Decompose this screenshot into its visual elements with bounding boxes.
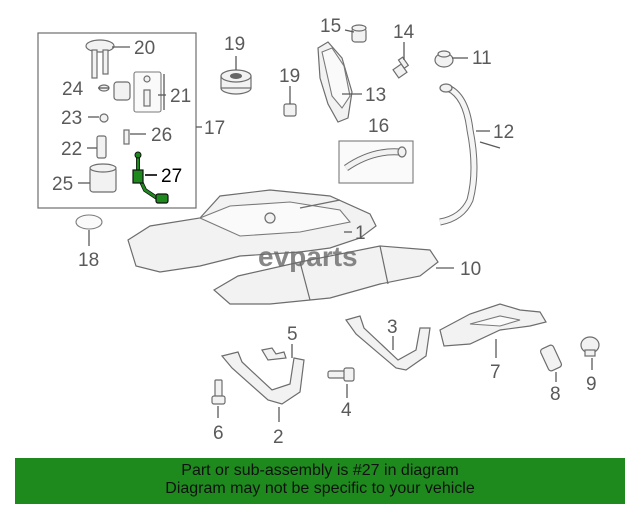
callout-9: 9 bbox=[586, 374, 597, 395]
callout-7: 7 bbox=[490, 362, 501, 383]
banner-line-1: Part or sub-assembly is #27 in diagram bbox=[181, 462, 459, 479]
callout-10: 10 bbox=[460, 259, 481, 280]
part-7-heat-shield[interactable] bbox=[439, 303, 547, 347]
part-1-fuel-tank[interactable] bbox=[127, 189, 377, 273]
callout-4: 4 bbox=[341, 400, 352, 421]
notice-banner: Part or sub-assembly is #27 in diagram D… bbox=[15, 458, 625, 504]
part-4-bolt[interactable] bbox=[327, 367, 355, 382]
callout-2: 2 bbox=[273, 427, 284, 448]
callout-21: 21 bbox=[170, 86, 191, 107]
part-21-regulator[interactable] bbox=[133, 71, 162, 113]
watermark: evparts bbox=[258, 241, 358, 272]
callout-18: 18 bbox=[78, 250, 99, 271]
part-16-hose[interactable] bbox=[338, 140, 414, 184]
part-3-strap[interactable] bbox=[345, 315, 431, 371]
callout-22: 22 bbox=[61, 139, 82, 160]
part-19-grommet-large[interactable] bbox=[220, 69, 252, 95]
part-15-clip[interactable] bbox=[351, 24, 367, 43]
part-23-washer[interactable] bbox=[99, 113, 109, 123]
part-25-fuel-pump[interactable] bbox=[89, 163, 117, 193]
part-11-cap[interactable] bbox=[434, 50, 454, 68]
part-12-filler-pipe[interactable] bbox=[439, 83, 501, 226]
part-9-plug[interactable] bbox=[580, 336, 600, 357]
part-27-fuel-gauge-sender[interactable] bbox=[132, 151, 169, 204]
part-6-bolt[interactable] bbox=[211, 379, 226, 405]
part-14-bolt[interactable] bbox=[392, 56, 410, 79]
callout-27: 27 bbox=[161, 166, 182, 187]
callout-25: 25 bbox=[52, 174, 73, 195]
part-18-gasket[interactable] bbox=[75, 214, 103, 230]
callout-3: 3 bbox=[387, 317, 398, 338]
callout-12: 12 bbox=[493, 122, 514, 143]
part-22-filter[interactable] bbox=[96, 135, 107, 159]
part-24-cup[interactable] bbox=[113, 81, 131, 101]
callout-1: 1 bbox=[355, 223, 366, 244]
part-2-strap[interactable] bbox=[220, 351, 305, 405]
callout-6: 6 bbox=[213, 423, 224, 444]
callout-5: 5 bbox=[287, 324, 298, 345]
callout-17: 17 bbox=[204, 118, 225, 139]
callout-11: 11 bbox=[472, 48, 492, 69]
part-5-bracket[interactable] bbox=[261, 347, 287, 361]
callout-8: 8 bbox=[550, 384, 561, 405]
part-10-tank-protector[interactable] bbox=[212, 245, 439, 305]
part-26-pin[interactable] bbox=[123, 129, 130, 145]
callout-24: 24 bbox=[62, 79, 84, 100]
part-20-pump-bracket[interactable] bbox=[85, 39, 115, 79]
callout-19-large: 19 bbox=[224, 34, 245, 55]
part-8-sleeve[interactable] bbox=[539, 344, 563, 372]
banner-line-2: Diagram may not be specific to your vehi… bbox=[165, 480, 475, 497]
callout-19-small: 19 bbox=[279, 66, 300, 87]
callout-13: 13 bbox=[365, 85, 386, 106]
part-19-clip[interactable] bbox=[283, 103, 297, 117]
callout-23: 23 bbox=[61, 108, 82, 129]
callout-16: 16 bbox=[368, 116, 389, 137]
callout-26: 26 bbox=[151, 125, 172, 146]
callout-20: 20 bbox=[134, 38, 155, 59]
callout-14: 14 bbox=[393, 22, 415, 43]
callout-15: 15 bbox=[320, 16, 341, 37]
sub-assembly-box bbox=[37, 32, 197, 209]
